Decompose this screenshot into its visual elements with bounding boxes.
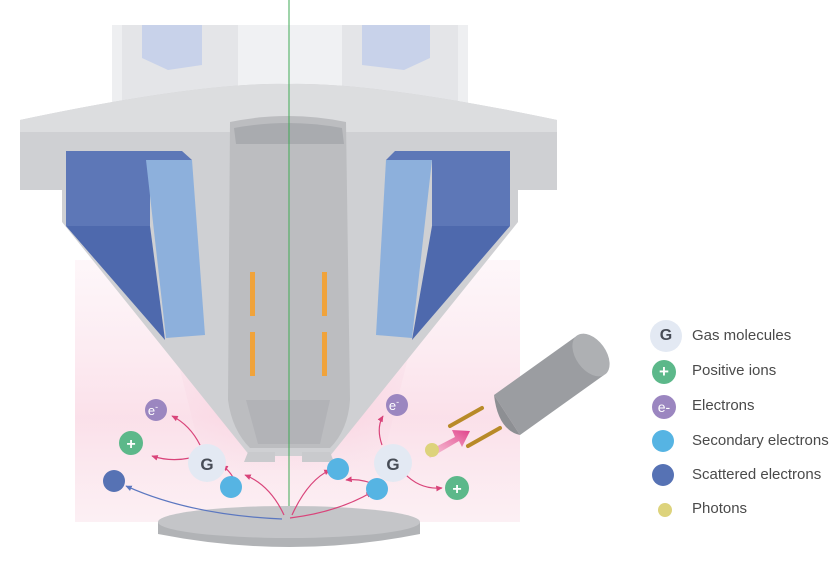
interaction-arrows	[151, 415, 443, 519]
gas-molecule-marker: G	[650, 320, 682, 352]
legend-item-scattered-electrons: Scattered electrons	[648, 458, 836, 492]
coil-right	[386, 151, 510, 226]
gas-molecule-right-label: G	[386, 455, 399, 474]
upper-coil-left	[142, 25, 202, 70]
positive-ion-left-label: +	[126, 436, 135, 453]
upper-column	[112, 25, 468, 105]
secondary-electron-1	[220, 476, 242, 498]
upper-coil-right	[362, 25, 430, 70]
positive-ion-right	[445, 476, 469, 500]
positive-ion-left	[119, 431, 143, 455]
legend-label: Photons	[692, 500, 748, 517]
electron-right	[386, 394, 408, 416]
secondary-electron-marker	[652, 430, 674, 452]
legend-item-electrons: e- Electrons	[648, 389, 836, 423]
gas-molecule-right	[374, 444, 412, 482]
legend-label: Positive ions	[692, 362, 777, 379]
gas-molecule-left-label: G	[200, 455, 213, 474]
coil-left	[66, 151, 192, 226]
detector-grid-top	[448, 406, 484, 428]
positive-ion-marker: +	[652, 360, 676, 384]
detector-grid-bottom	[466, 426, 502, 448]
secondary-electron-3	[366, 478, 388, 500]
gas-molecule-left	[188, 444, 226, 482]
electron-left-label: e-	[148, 402, 158, 418]
legend-label: Electrons	[692, 397, 755, 414]
legend-label: Secondary electrons	[692, 432, 829, 449]
legend-item-gas-molecules: G Gas molecules	[648, 319, 836, 353]
secondary-electron-2	[327, 458, 349, 480]
particles: G G e- e- + +	[103, 394, 469, 500]
legend-item-secondary-electrons: Secondary electrons	[648, 424, 836, 458]
scattered-electron-marker	[652, 464, 674, 486]
legend-label: Scattered electrons	[692, 466, 822, 483]
photon-marker	[658, 503, 672, 517]
photon-particle	[425, 443, 439, 457]
electron-left	[145, 399, 167, 421]
scattered-electron	[103, 470, 125, 492]
positive-ion-right-label: +	[452, 481, 461, 498]
legend-label: Gas molecules	[692, 327, 792, 344]
scatter-arrow	[125, 485, 283, 520]
sample-stage	[158, 506, 420, 547]
electron-right-label: e-	[389, 397, 399, 413]
legend-item-positive-ions: + Positive ions	[648, 354, 836, 388]
electron-marker: e-	[652, 395, 676, 419]
legend-item-photons: Photons	[648, 492, 836, 526]
aperture-strips	[250, 272, 327, 376]
